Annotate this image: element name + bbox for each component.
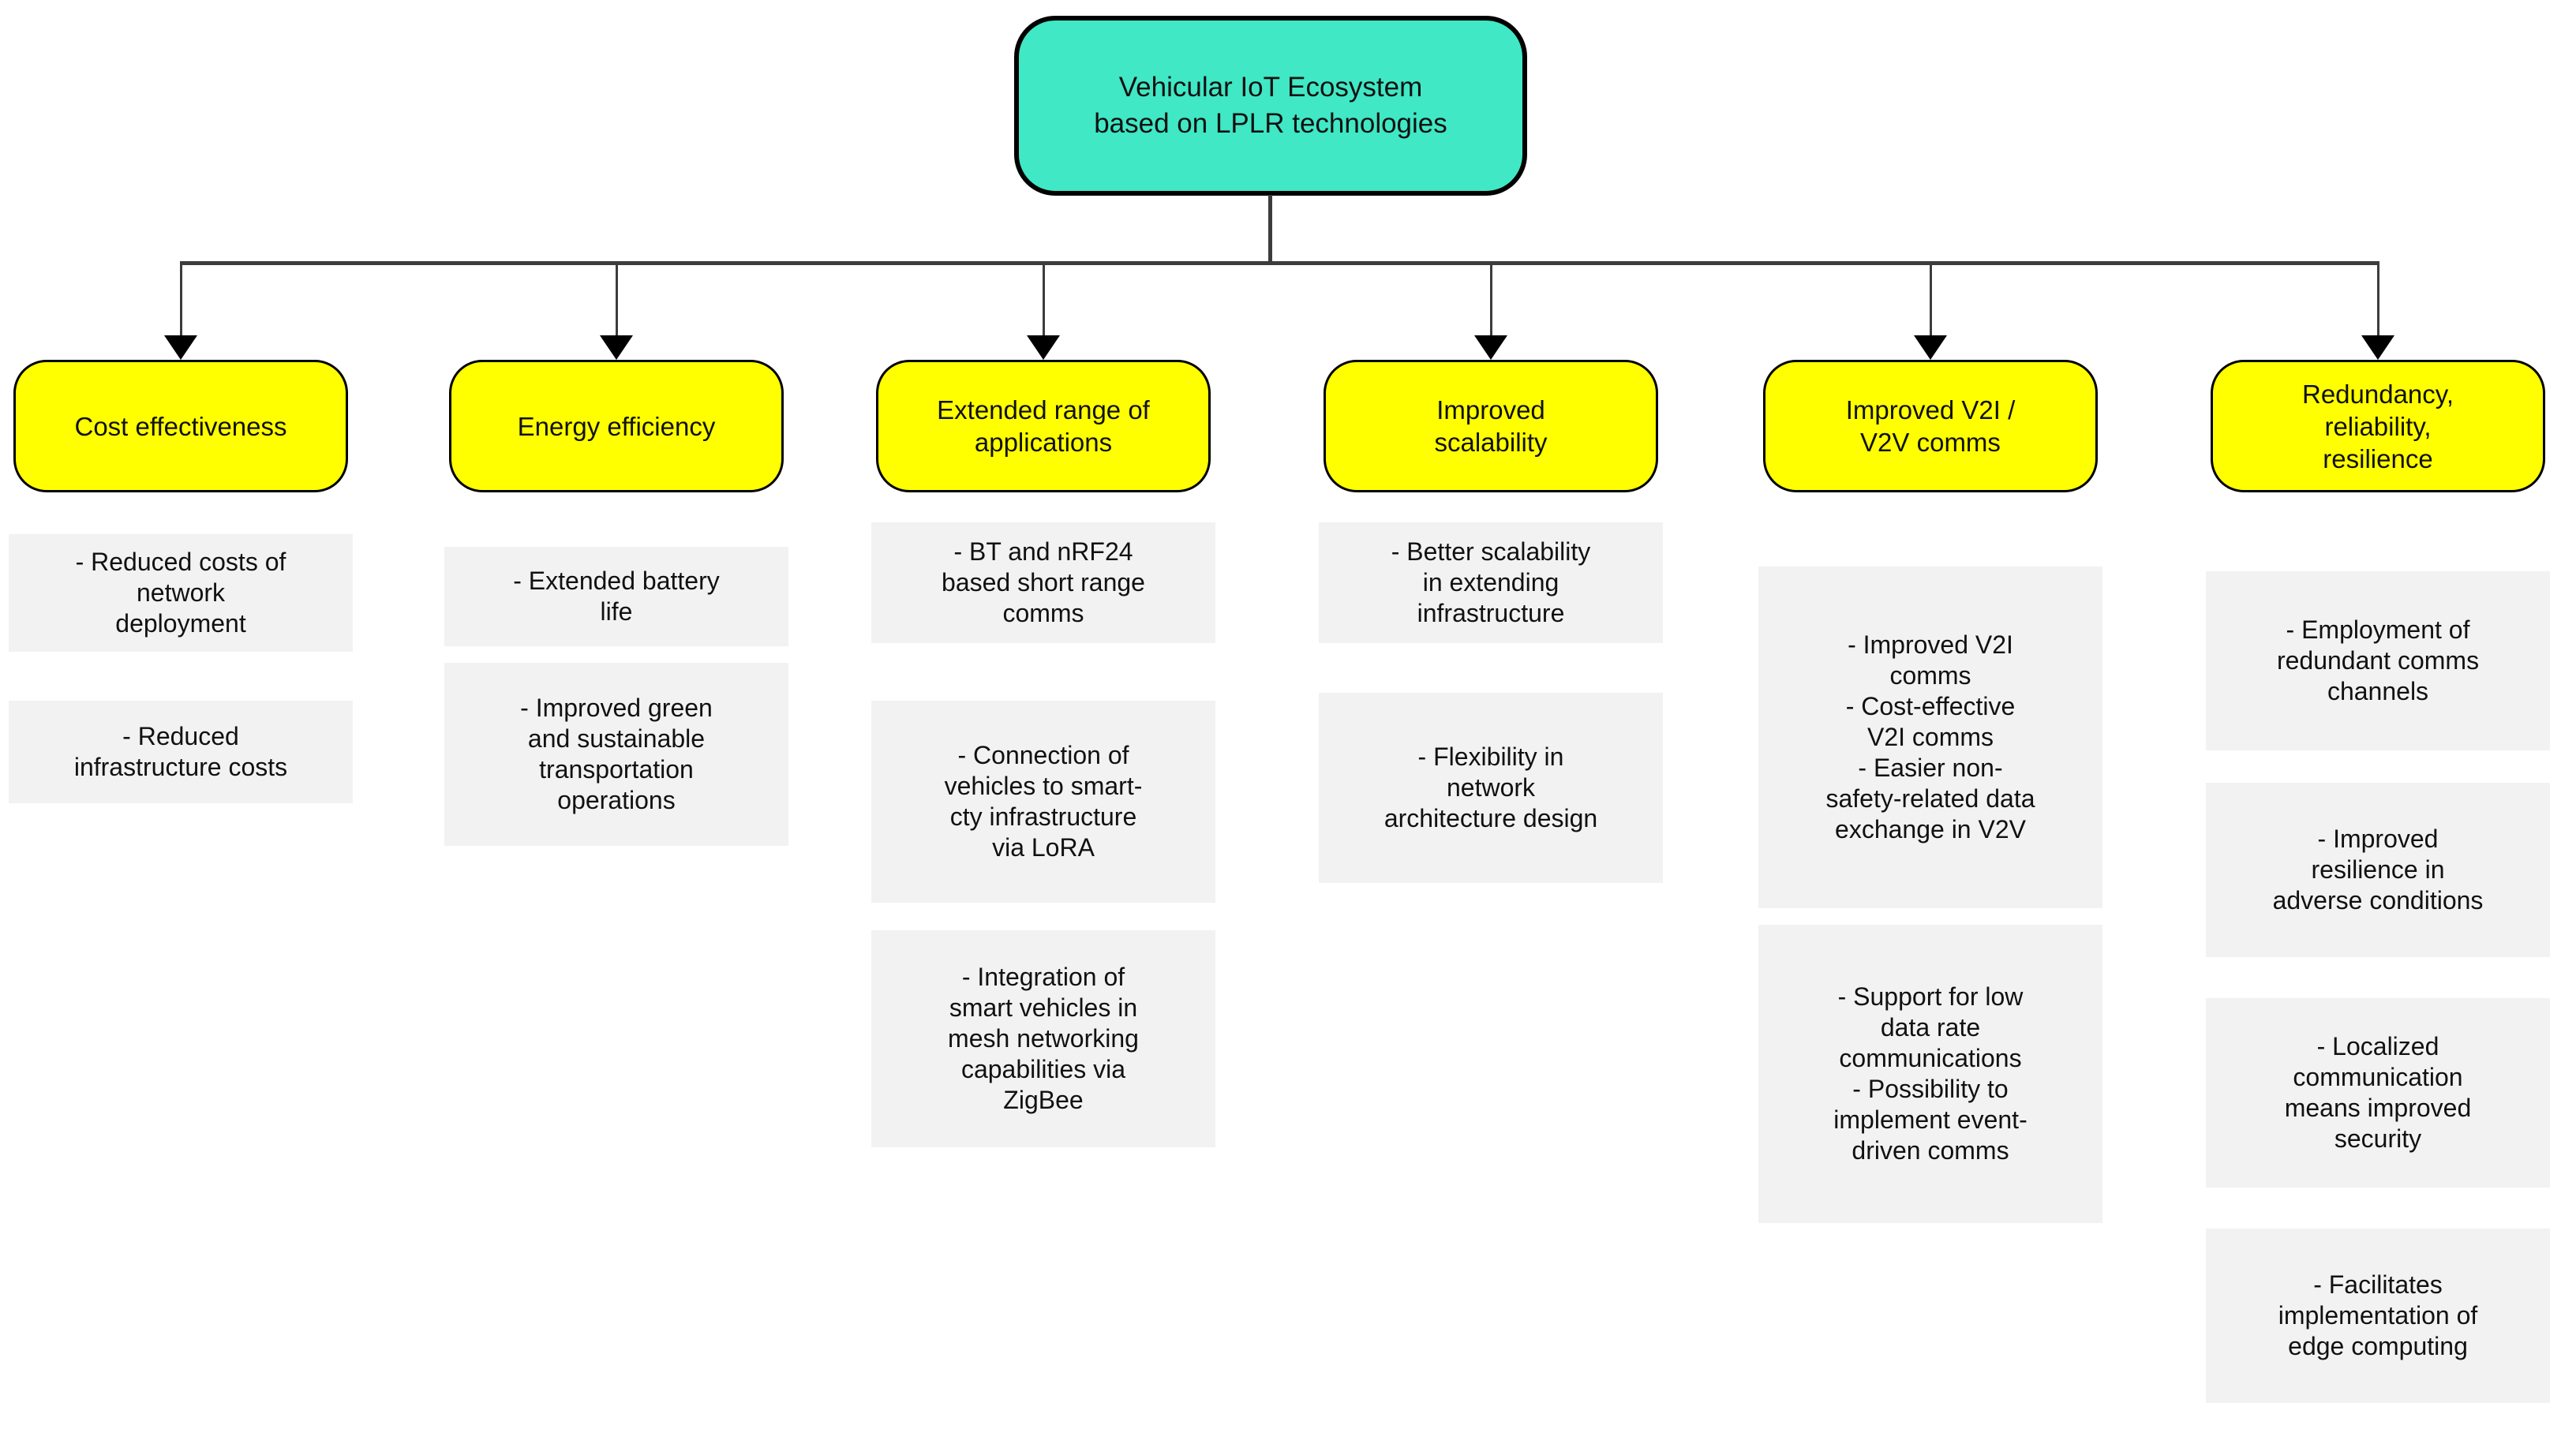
column-energy-efficiency: Energy efficiency - Extended battery lif…	[444, 261, 788, 846]
arrow-down-icon	[1474, 335, 1507, 360]
branch-node-label: Cost effectiveness	[74, 411, 287, 441]
column-extended-range: Extended range of applications - BT and …	[871, 261, 1215, 1147]
connector-drop	[1319, 261, 1663, 360]
branch-node-label: Extended range of applications	[937, 395, 1150, 457]
leaf-note: - Better scalability in extending infras…	[1319, 522, 1663, 643]
branch-node-label: Redundancy, reliability, resilience	[2301, 379, 2454, 473]
connector-drop	[9, 261, 353, 360]
root-node-label: Vehicular IoT Ecosystem based on LPLR te…	[1094, 72, 1447, 139]
leaf-note: - Localized communication means improved…	[2206, 998, 2550, 1188]
connector-drop-line	[1489, 261, 1492, 335]
leaf-note: - Employment of redundant comms channels	[2206, 571, 2550, 750]
branch-node-redundancy-reliability: Redundancy, reliability, resilience	[2211, 360, 2545, 492]
leaf-note: - Support for low data rate communicatio…	[1758, 925, 2102, 1223]
connector-drop-line	[615, 261, 618, 335]
leaf-note: - Improved resilience in adverse conditi…	[2206, 783, 2550, 957]
arrow-down-icon	[1914, 335, 1947, 360]
leaf-note: - Reduced infrastructure costs	[9, 701, 353, 803]
column-improved-v2i-v2v: Improved V2I / V2V comms - Improved V2I …	[1758, 261, 2102, 1223]
arrow-down-icon	[1027, 335, 1060, 360]
branch-node-label: Improved V2I / V2V comms	[1845, 395, 2016, 457]
branch-node-label: Improved scalability	[1434, 395, 1548, 457]
branch-node-improved-v2i-v2v: Improved V2I / V2V comms	[1763, 360, 2098, 492]
connector-drop-line	[1929, 261, 1932, 335]
branch-node-cost-effectiveness: Cost effectiveness	[13, 360, 348, 492]
connector-drop	[2206, 261, 2550, 360]
connector-horizontal	[181, 261, 2379, 265]
connector-drop	[444, 261, 788, 360]
leaf-note: - Improved V2I comms - Cost-effective V2…	[1758, 567, 2102, 908]
column-cost-effectiveness: Cost effectiveness - Reduced costs of ne…	[9, 261, 353, 803]
root-node: Vehicular IoT Ecosystem based on LPLR te…	[1014, 16, 1527, 196]
leaf-note: - Facilitates implementation of edge com…	[2206, 1229, 2550, 1403]
connector-root-stub	[1268, 195, 1272, 264]
leaf-note: - BT and nRF24 based short range comms	[871, 522, 1215, 643]
leaf-note: - Integration of smart vehicles in mesh …	[871, 930, 1215, 1147]
arrow-down-icon	[600, 335, 633, 360]
column-improved-scalability: Improved scalability - Better scalabilit…	[1319, 261, 1663, 883]
branch-node-improved-scalability: Improved scalability	[1324, 360, 1658, 492]
column-redundancy-reliability: Redundancy, reliability, resilience - Em…	[2206, 261, 2550, 1403]
branch-node-label: Energy efficiency	[517, 411, 716, 441]
leaf-note: - Improved green and sustainable transpo…	[444, 663, 788, 846]
branch-node-energy-efficiency: Energy efficiency	[449, 360, 784, 492]
branch-node-extended-range: Extended range of applications	[876, 360, 1211, 492]
connector-drop-line	[2376, 261, 2379, 335]
arrow-down-icon	[164, 335, 197, 360]
connector-drop	[871, 261, 1215, 360]
leaf-note: - Reduced costs of network deployment	[9, 534, 353, 652]
leaf-note: - Connection of vehicles to smart- cty i…	[871, 701, 1215, 903]
connector-drop-line	[179, 261, 182, 335]
connector-drop-line	[1042, 261, 1045, 335]
leaf-note: - Extended battery life	[444, 547, 788, 646]
arrow-down-icon	[2361, 335, 2394, 360]
leaf-note: - Flexibility in network architecture de…	[1319, 693, 1663, 883]
connector-drop	[1758, 261, 2102, 360]
